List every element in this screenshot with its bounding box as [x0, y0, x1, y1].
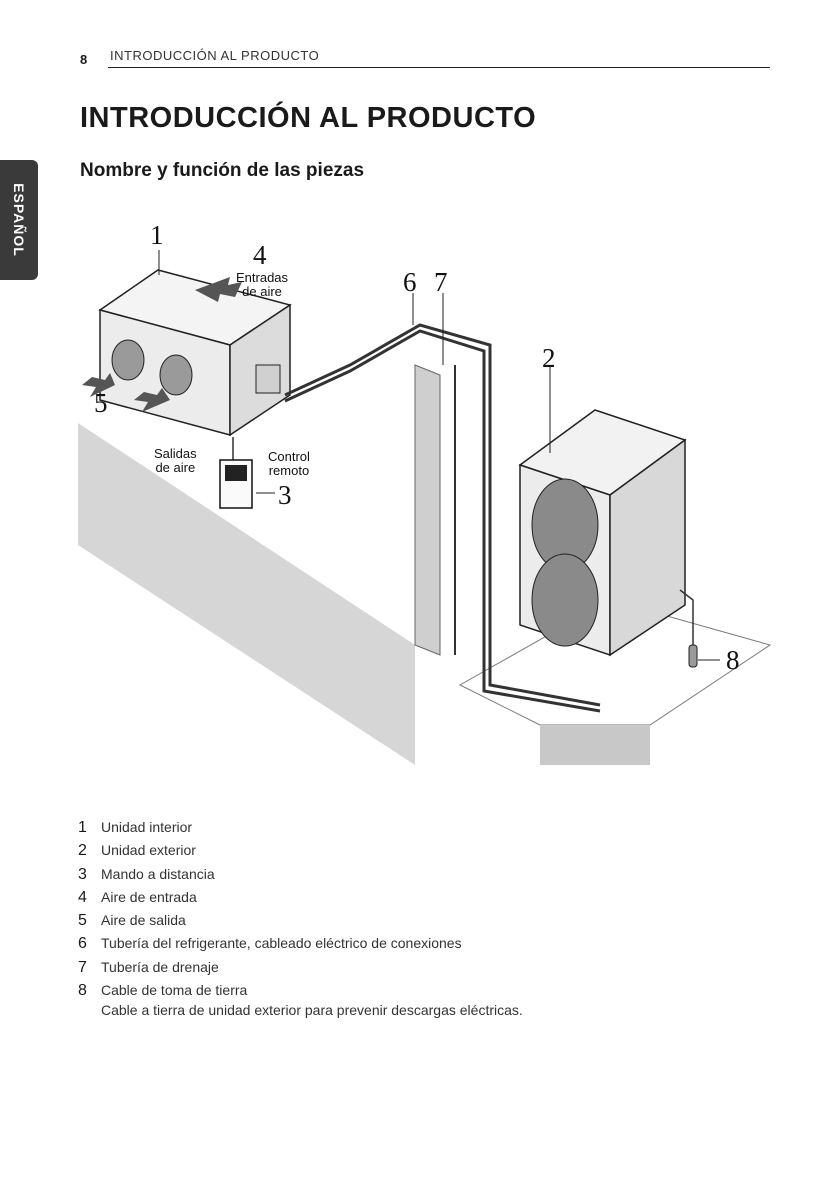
remote-display [225, 465, 247, 481]
page-title: INTRODUCCIÓN AL PRODUCTO [80, 102, 537, 134]
list-item-note: Cable a tierra de unidad exterior para p… [101, 1002, 523, 1019]
callout-6: 6 [403, 267, 417, 297]
wall-column [414, 364, 441, 656]
wall [78, 423, 415, 765]
diagram-illustration [78, 250, 772, 765]
outdoor-unit-side [609, 438, 686, 657]
blower-right [159, 354, 193, 396]
callout-8: 8 [726, 645, 740, 675]
refrigerant-pipe-2 [284, 329, 601, 713]
air-inlets-label: Entradas de aire [236, 270, 289, 299]
language-tab-label: ESPAÑOL [11, 183, 27, 257]
section-title: Nombre y función de las piezas [80, 160, 365, 181]
inlet-arrow [195, 277, 242, 302]
ground-slab-front [540, 725, 650, 765]
callout-5: 5 [94, 388, 108, 418]
refrigerant-pipe [284, 323, 601, 707]
outlet-arrow-1 [82, 373, 115, 397]
header-rule [108, 67, 770, 68]
parts-diagram: 1 4 Entradas de aire 6 7 2 5 Salidas de … [70, 215, 780, 775]
callout-1: 1 [150, 220, 164, 250]
page-number: 8 [80, 52, 88, 67]
page-header: 8 INTRODUCCIÓN AL PRODUCTO [80, 46, 770, 68]
callout-2: 2 [542, 343, 556, 373]
control-box [255, 364, 281, 394]
language-tab: ESPAÑOL [0, 160, 38, 280]
blower-left [111, 339, 145, 381]
air-outlets-label: Salidas de aire [154, 446, 197, 475]
ground-wire [679, 589, 694, 645]
running-title: INTRODUCCIÓN AL PRODUCTO [110, 48, 320, 63]
callout-3: 3 [278, 480, 292, 510]
remote-control-label: Control remoto [268, 449, 310, 478]
callout-7: 7 [434, 267, 448, 297]
outdoor-fan-lower [531, 553, 599, 647]
callout-4: 4 [253, 240, 267, 270]
outlet-arrow-2 [134, 388, 170, 412]
ground-rod [688, 644, 698, 668]
